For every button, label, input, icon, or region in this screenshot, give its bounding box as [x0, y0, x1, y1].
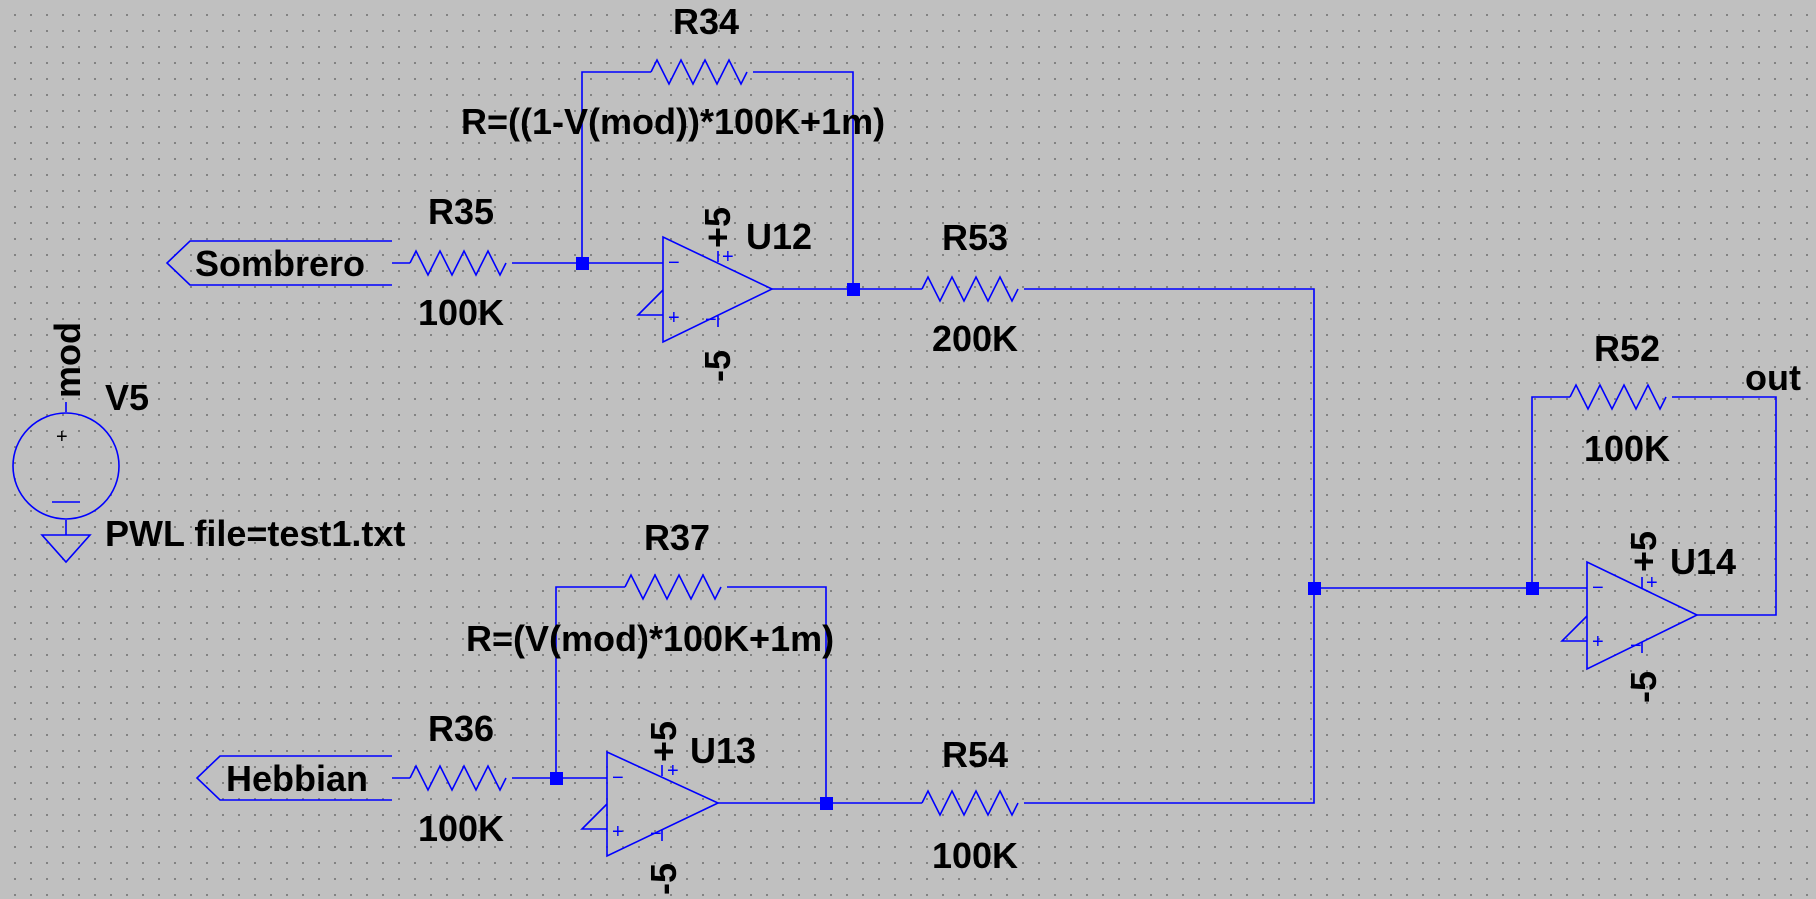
wire-feedback-right-u14 [1672, 396, 1777, 616]
resistor-r37[interactable] [624, 573, 722, 601]
opamp-u13-noninv-loop [580, 803, 608, 830]
r34-ref-label: R34 [673, 1, 739, 42]
resistor-r34[interactable] [650, 58, 748, 86]
ground-icon [40, 534, 92, 564]
wire-feedback-left-u13 [555, 586, 625, 778]
opamp-u13-minus-mark: − [612, 767, 624, 789]
voltage-source-v5[interactable]: + [12, 402, 120, 564]
r36-value-label: 100K [418, 808, 504, 849]
opamp-u12-noninv-loop [636, 289, 664, 316]
wire-feedback-right-u13 [727, 586, 827, 803]
r36-ref-label: R36 [428, 708, 494, 749]
opamp-u13-vneg-mark: − [650, 823, 662, 845]
u12-ref-label: U12 [746, 216, 812, 257]
r52-ref-label: R52 [1594, 328, 1660, 369]
r54-ref-label: R54 [942, 734, 1008, 775]
opamp-u14-noninv-loop [1560, 615, 1588, 642]
r54-value-label: 100K [932, 835, 1018, 876]
wire-feedback-left-u12 [581, 71, 651, 263]
r35-ref-label: R35 [428, 191, 494, 232]
wires [392, 71, 1777, 804]
wire-feedback-right-u12 [753, 71, 854, 289]
opamp-u12-vneg-mark: − [705, 309, 717, 331]
resistor-r54[interactable] [921, 789, 1019, 817]
r34-value-label: R=((1-V(mod))*100K+1m) [461, 101, 885, 142]
opamp-u13-vpos-mark: + [667, 760, 679, 782]
opamp-u14-plus-mark: + [1592, 631, 1604, 653]
net-label-hebbian: Hebbian [226, 758, 368, 799]
u14-ref-label: U14 [1670, 541, 1736, 582]
opamp-u12[interactable]: − + + − [636, 235, 774, 344]
v5-value-label: PWL file=test1.txt [105, 513, 405, 554]
resistor-r52[interactable] [1569, 383, 1667, 411]
resistor-r35[interactable] [409, 249, 507, 277]
u12-vneg-label: -5 [697, 350, 738, 382]
v5-circle [12, 412, 120, 520]
junction-dot [1526, 582, 1539, 595]
resistor-r53[interactable] [921, 275, 1019, 303]
opamp-u12-triangle [662, 235, 774, 344]
junction-dot [576, 257, 589, 270]
r35-value-label: 100K [418, 292, 504, 333]
u13-ref-label: U13 [690, 730, 756, 771]
opamp-u14-vneg-mark: − [1630, 635, 1642, 657]
u13-vneg-label: -5 [643, 863, 684, 895]
junction-dot [1308, 582, 1321, 595]
opamp-u12-vpos-mark: + [722, 246, 734, 268]
r37-value-label: R=(V(mod)*100K+1m) [466, 618, 834, 659]
u14-vneg-label: -5 [1623, 671, 1664, 703]
net-label-out: out [1745, 357, 1801, 398]
opamp-u12-minus-mark: − [668, 252, 680, 274]
junction-dot [550, 772, 563, 785]
wire-summing-node-vertical [1024, 288, 1315, 804]
u12-vpos-label: +5 [697, 207, 738, 248]
v5-ref-label: V5 [105, 377, 149, 418]
junction-dot [820, 797, 833, 810]
opamp-u12-plus-mark: + [668, 307, 680, 329]
opamp-u14-minus-mark: − [1592, 577, 1604, 599]
r53-ref-label: R53 [942, 217, 1008, 258]
net-flag-hebbian[interactable] [195, 755, 392, 801]
r37-ref-label: R37 [644, 517, 710, 558]
v5-net-label: mod [47, 322, 88, 398]
net-flag-sombrero[interactable] [165, 240, 392, 286]
u14-vpos-label: +5 [1623, 531, 1664, 572]
resistor-r36[interactable] [409, 764, 507, 792]
net-label-sombrero: Sombrero [195, 243, 365, 284]
junctions [550, 257, 1539, 810]
r52-value-label: 100K [1584, 428, 1670, 469]
opamp-u13-plus-mark: + [612, 821, 624, 843]
opamp-u14-vpos-mark: + [1646, 572, 1658, 594]
junction-dot [847, 283, 860, 296]
r53-value-label: 200K [932, 318, 1018, 359]
u13-vpos-label: +5 [643, 721, 684, 762]
opamp-u13[interactable]: − + + − [580, 750, 720, 858]
wire-feedback-left-u14 [1531, 396, 1570, 588]
v5-plus-mark: + [56, 426, 68, 448]
opamp-u14[interactable]: − + + − [1560, 560, 1699, 671]
